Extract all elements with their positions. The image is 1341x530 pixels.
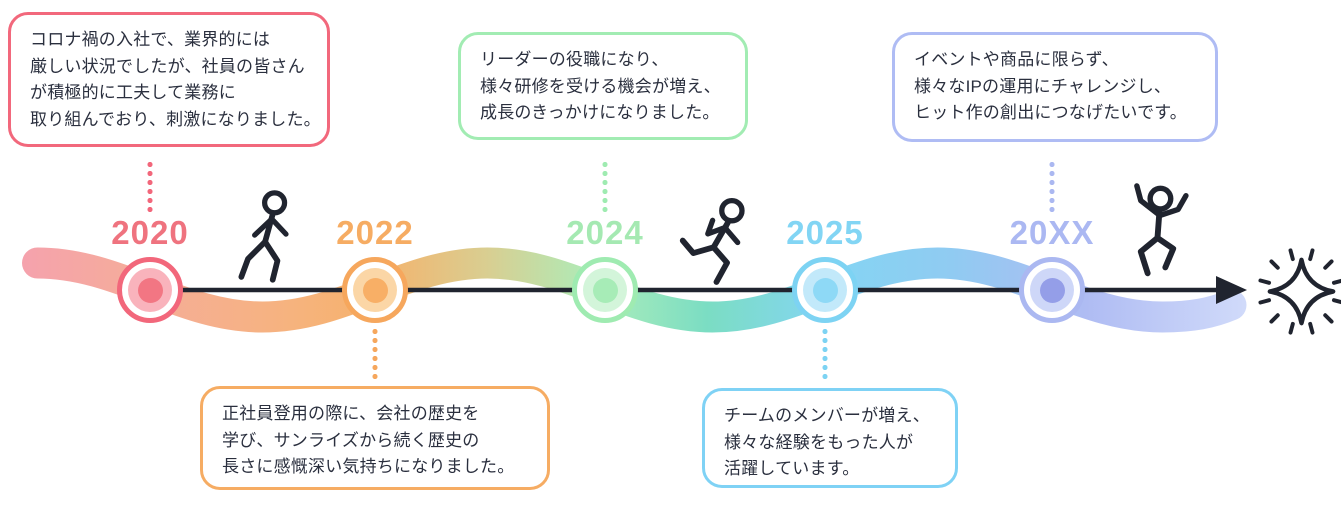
year-label-2025: 2025	[786, 214, 864, 251]
jumping-person-icon	[1134, 183, 1189, 277]
connector-dots-2024	[602, 160, 608, 213]
connector-dots-2022	[372, 327, 378, 380]
bubble-text-line: 取り組んでおり、刺激になりました。	[30, 109, 321, 129]
node-core	[137, 277, 163, 303]
node-core	[812, 277, 838, 303]
bubble-text-line: が積極的に工夫して業務に	[30, 83, 236, 102]
connector-dots-2025	[822, 327, 828, 380]
connector-dots-2020	[147, 160, 153, 213]
bubble-text-line: 様々研修を受ける機会が増え、	[480, 76, 721, 96]
bubble-text-line: 成長のきっかけになりました。	[480, 103, 720, 122]
timeline-node-2022	[342, 257, 408, 323]
bubble-text-line: 厳しい状況でしたが、社員の皆さん	[30, 56, 305, 76]
year-label-2024: 2024	[566, 214, 644, 251]
bubble-text-line: 学び、サンライズから続く歴史の	[222, 430, 480, 450]
walking-person-icon	[238, 190, 289, 283]
bubble-text-line: 長さに感慨深い気持ちになりました。	[222, 457, 515, 476]
bubble-text-line: 正社員登用の際に、会社の歴史を	[222, 404, 480, 423]
bubble-text-line: 様々なIPの運用にチャレンジし、	[914, 76, 1172, 96]
running-person-icon	[679, 197, 745, 285]
bubble-text-line: リーダーの役職になり、	[480, 50, 669, 69]
speech-bubble-2024: リーダーの役職になり、 様々研修を受ける機会が増え、 成長のきっかけになりました…	[458, 32, 748, 140]
timeline-node-20xx	[1019, 257, 1085, 323]
bubble-text-line: コロナ禍の入社で、業界的には	[30, 30, 271, 49]
speech-bubble-2025: チームのメンバーが増え、 様々な経験をもった人が 活躍しています。	[702, 388, 958, 488]
bubble-text-line: イベントや商品に限らず、	[914, 50, 1119, 69]
speech-bubble-2020: コロナ禍の入社で、業界的には 厳しい状況でしたが、社員の皆さん が積極的に工夫し…	[8, 12, 330, 147]
year-label-20xx: 20XX	[1009, 214, 1095, 251]
node-core	[362, 277, 388, 303]
bubble-text-line: チームのメンバーが増え、	[724, 406, 930, 425]
bubble-text-line: ヒット作の創出につなげたいです。	[914, 103, 1187, 122]
year-label-2020: 2020	[111, 214, 189, 251]
timeline-node-2025	[792, 257, 858, 323]
bubble-text-line: 様々な経験をもった人が	[724, 432, 914, 452]
node-core	[1039, 277, 1065, 303]
arrowhead-icon	[1216, 276, 1247, 304]
sparkle-icon	[1258, 248, 1341, 335]
bubble-text-line: 活躍しています。	[724, 459, 860, 478]
connector-dots-20xx	[1049, 160, 1055, 213]
timeline-node-2024	[572, 257, 638, 323]
speech-bubble-20xx: イベントや商品に限らず、 様々なIPの運用にチャレンジし、 ヒット作の創出につな…	[892, 32, 1218, 142]
timeline-node-2020	[117, 257, 183, 323]
node-core	[592, 277, 618, 303]
year-label-2022: 2022	[336, 214, 414, 251]
speech-bubble-2022: 正社員登用の際に、会社の歴史を 学び、サンライズから続く歴史の 長さに感慨深い気…	[200, 386, 550, 490]
